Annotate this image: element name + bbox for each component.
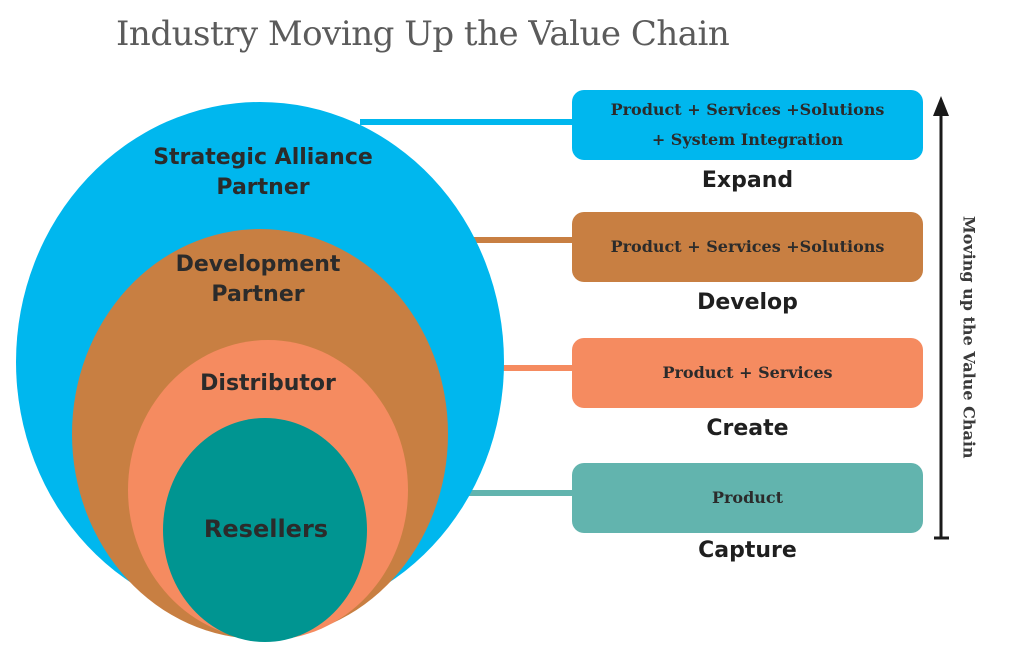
box-expand: Product + Services +Solutions + System I…	[572, 90, 923, 160]
stage-label-expand: Expand	[701, 168, 794, 193]
box-capture: Product	[572, 463, 923, 533]
stage-label-create: Create	[706, 416, 789, 441]
distributor-label: Distributor	[200, 371, 336, 396]
arrow-up-icon	[933, 96, 949, 116]
resellers-label: Resellers	[203, 515, 329, 543]
value-chain-axis-label: Moving up the Value Chain	[959, 215, 979, 459]
page-title: Industry Moving Up the Value Chain	[116, 14, 730, 54]
stage-label-develop: Develop	[697, 290, 798, 315]
strategic-alliance-label: Strategic Alliance Partner	[153, 145, 373, 200]
box-develop: Product + Services +Solutions	[572, 212, 923, 282]
box-create: Product + Services	[572, 338, 923, 408]
development-partner-label: Development Partner	[175, 252, 341, 307]
resellers-ellipse	[163, 418, 367, 642]
stage-label-capture: Capture	[698, 538, 797, 563]
